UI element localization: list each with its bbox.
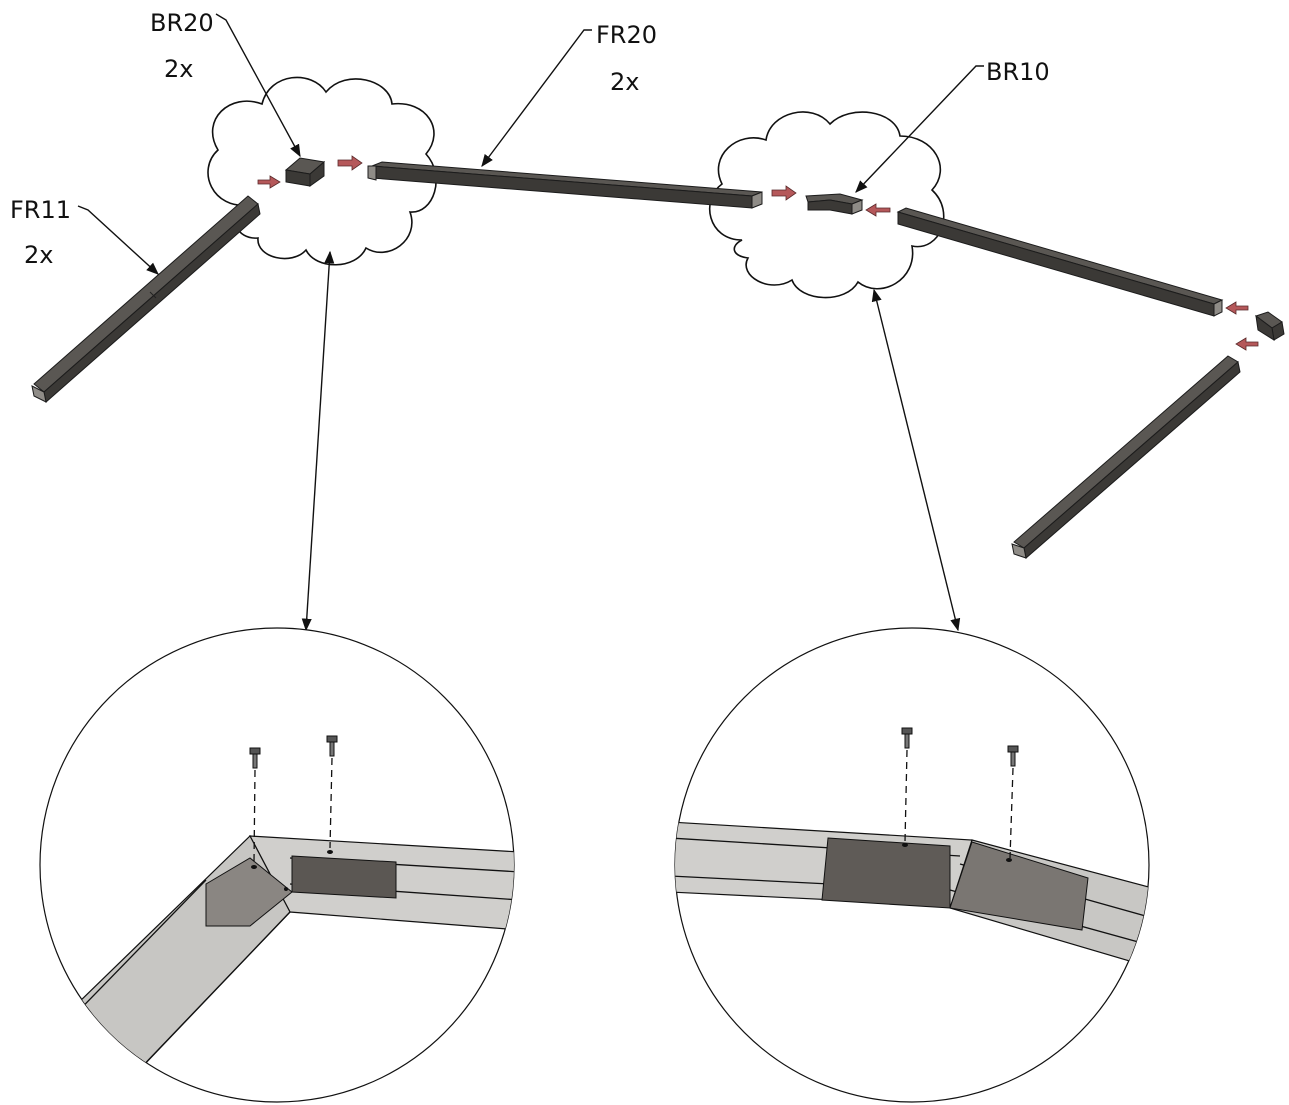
br20-bracket-left [284,157,326,187]
fr20-qty-label: 2x [610,68,639,96]
fr11-code-label: FR11 [10,196,71,224]
detail-view-left [39,627,515,1103]
red-arrow-icon [257,175,281,189]
fr11-qty-label: 2x [24,241,53,269]
detail-view-right [674,627,1150,1103]
screw-icon [249,747,261,769]
red-arrow-icon [1225,301,1249,315]
red-arrow-icon [337,155,363,171]
fr20-beam-top [367,161,763,209]
screw-icon [326,735,338,757]
leader-lines [77,13,984,275]
br20-qty-label: 2x [164,55,193,83]
detail-connector-arrows [301,250,961,632]
red-arrow-icon [771,185,797,201]
br10-code-label: BR10 [986,58,1050,86]
assembly-arrows [257,155,1259,351]
br20-bracket-right [1254,311,1285,342]
fr20-code-label: FR20 [596,21,657,49]
fr20-beam-right [896,207,1224,317]
br10-bracket [805,193,864,215]
fr11-beam-right [1011,355,1241,559]
fr11-beam-left [31,195,261,403]
red-arrow-icon [865,203,891,217]
br20-code-label: BR20 [150,9,214,37]
screw-icon [901,727,913,749]
screw-icon [1007,745,1019,767]
red-arrow-icon [1235,337,1259,351]
